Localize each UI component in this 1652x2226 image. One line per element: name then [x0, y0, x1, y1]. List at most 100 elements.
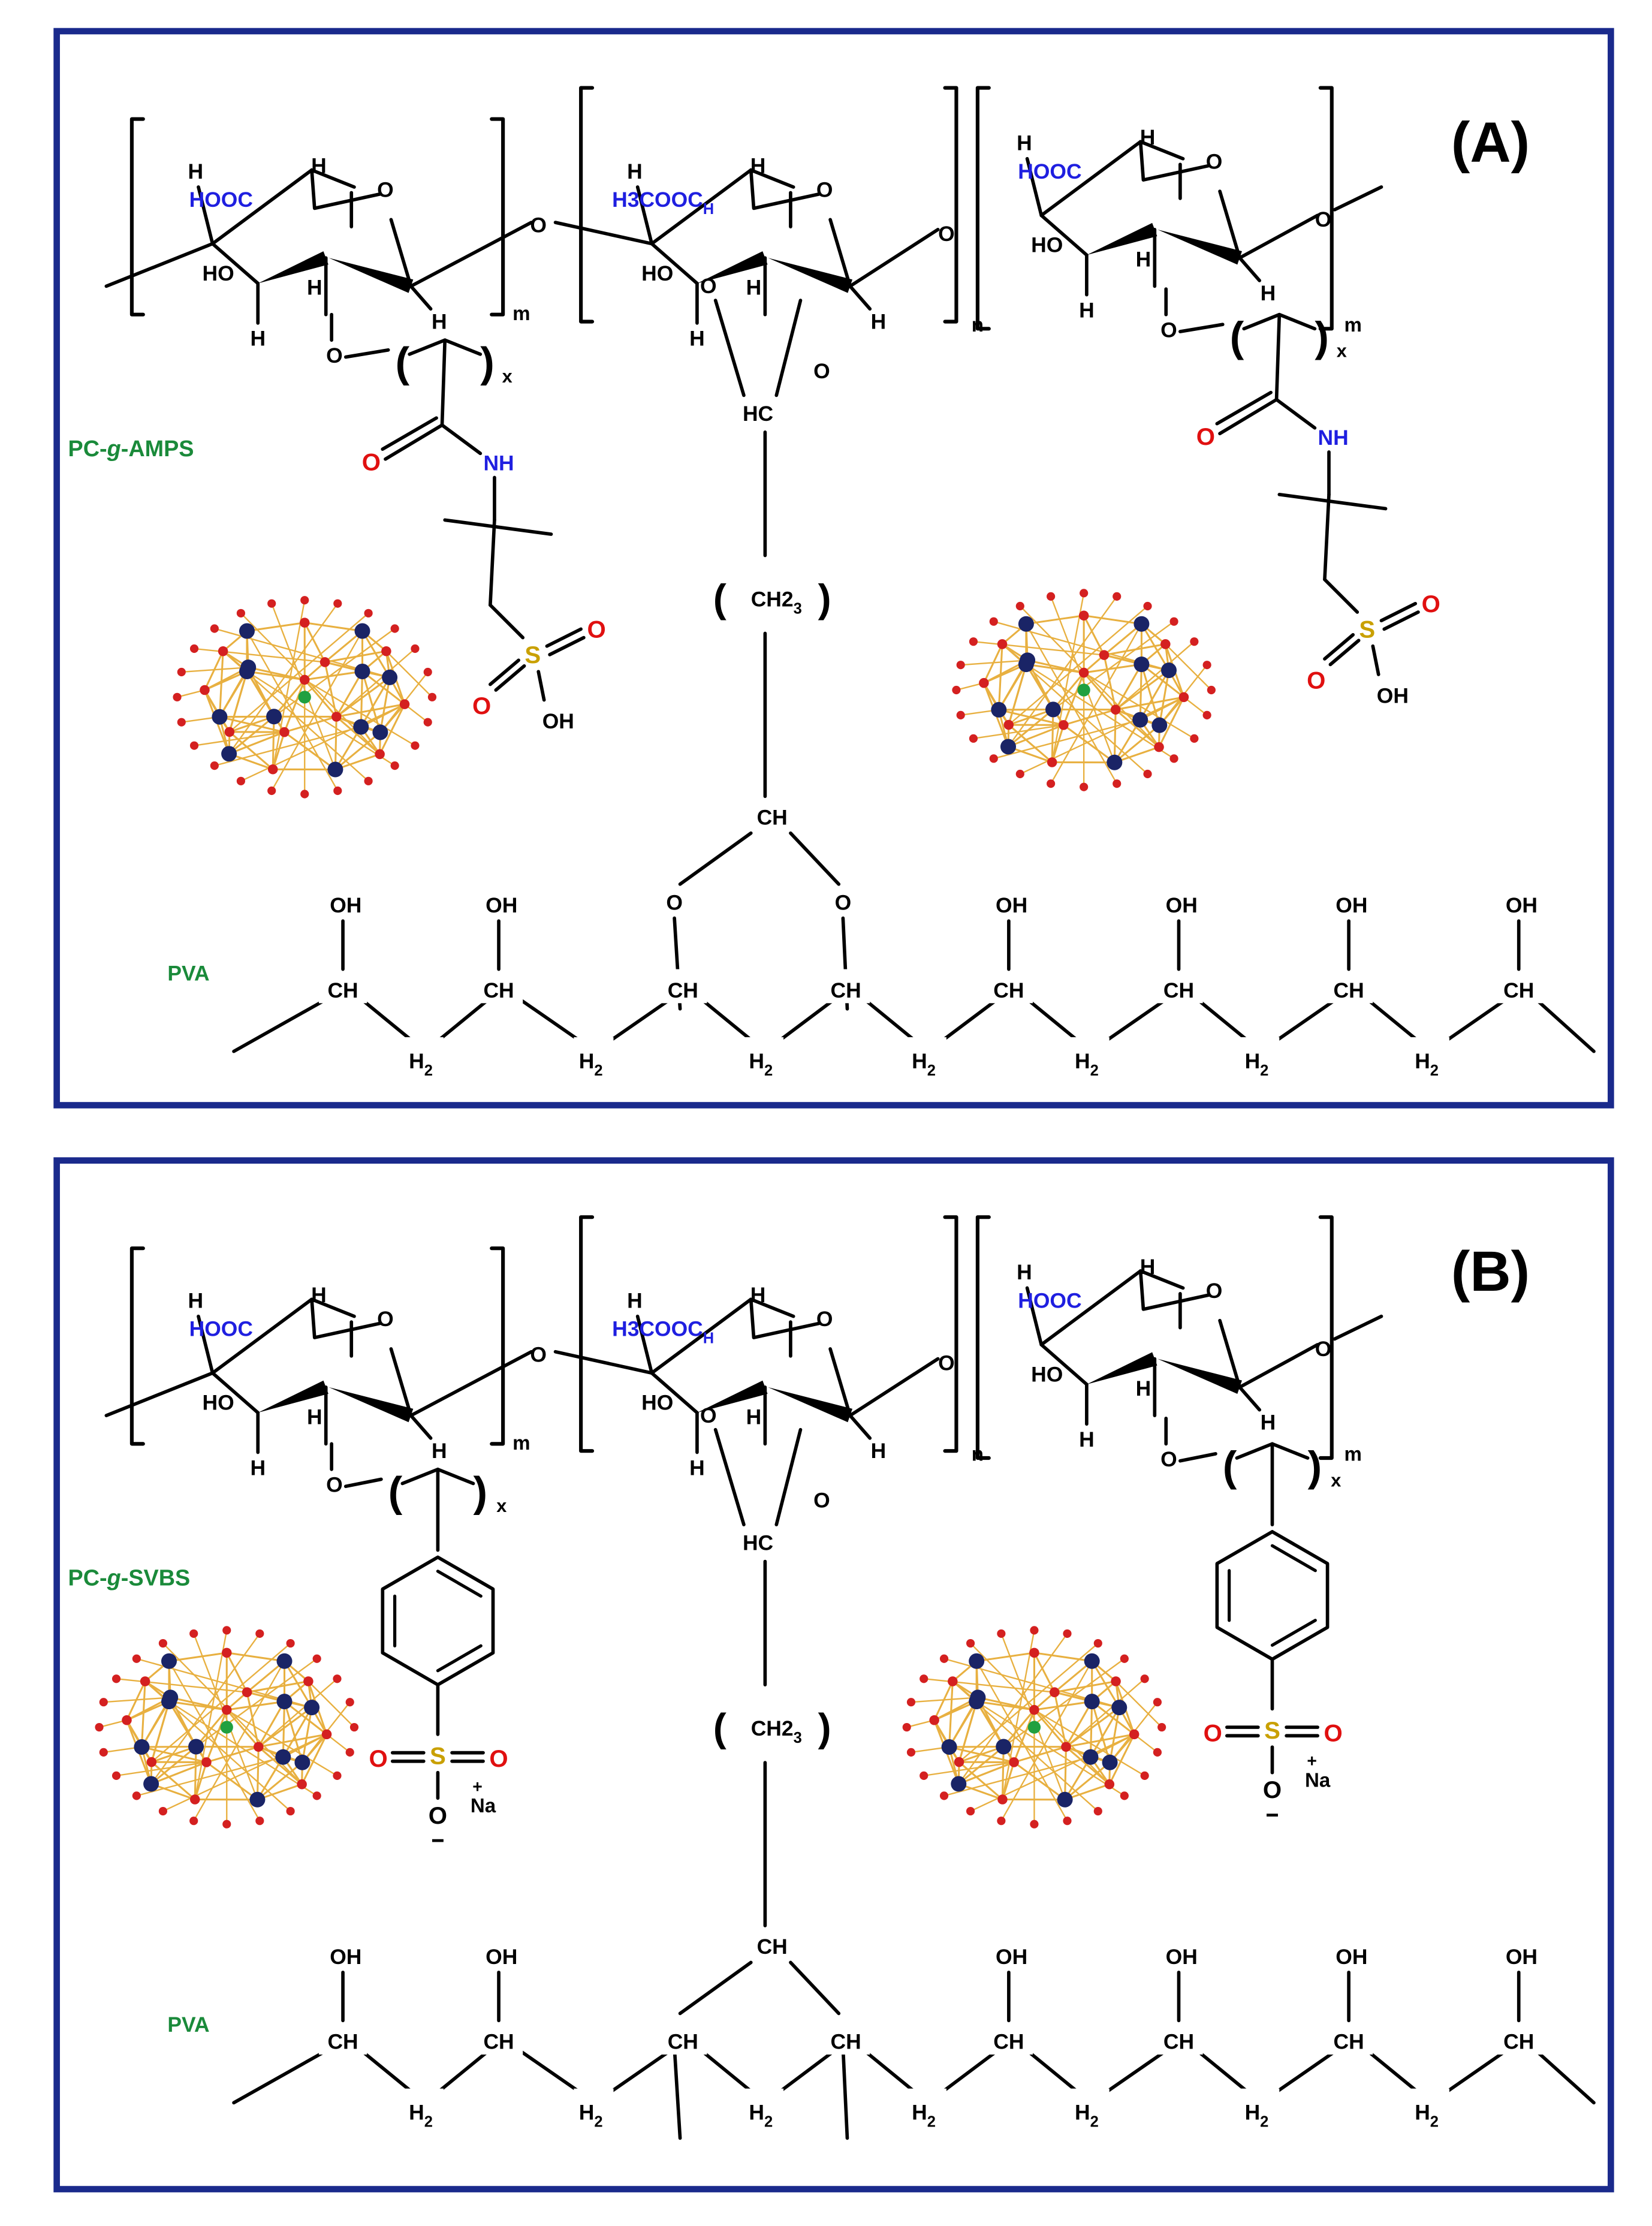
ring-bond [828, 1347, 852, 1417]
label-subscript: 3 [794, 1730, 802, 1746]
methylene-label: H2 [1245, 1049, 1269, 1079]
polyoxometalate-cluster-icon [902, 1626, 1166, 1829]
cluster-oxygen-atom [1153, 1698, 1162, 1707]
graft-label-part: PC- [68, 436, 107, 462]
cluster-oxygen-atom [1093, 1806, 1102, 1816]
label-main: H [409, 1049, 424, 1073]
cluster-oxygen-atom [969, 637, 978, 646]
label-subscript: 2 [764, 2114, 773, 2131]
label-main: H [409, 2101, 424, 2125]
cluster-edge [1014, 1746, 1066, 1763]
cluster-atom [929, 1715, 939, 1725]
label-backdrop [574, 1037, 614, 1080]
sulfonyl-bond [545, 627, 583, 648]
cluster-edge [924, 1678, 1055, 1693]
polyoxometalate-cluster-icon [173, 596, 437, 799]
cluster-atom [303, 1676, 313, 1686]
cluster-atom [201, 1757, 212, 1767]
cluster-atom [951, 1776, 967, 1792]
alkyl-bond [1277, 493, 1388, 511]
bond-to-h [1238, 1385, 1262, 1412]
cluster-oxygen-atom [177, 667, 186, 677]
cluster-atom [1029, 1704, 1039, 1715]
graft-bond [443, 338, 483, 356]
cluster-atom [1102, 1754, 1118, 1770]
cluster-oxygen-atom [989, 617, 998, 626]
cluster-edge [227, 1652, 285, 1662]
label-backdrop [659, 969, 707, 1004]
cluster-edge [181, 667, 249, 673]
cluster-atom [1049, 1687, 1060, 1697]
label-backdrop [574, 2088, 614, 2131]
graft-bond [1277, 312, 1317, 331]
cluster-atom [299, 674, 310, 685]
cluster-oxygen-atom [423, 718, 432, 727]
label-main: H [912, 2101, 927, 2125]
cluster-edge [305, 670, 363, 681]
cluster-edge [1050, 596, 1116, 763]
cluster-edge [308, 1680, 355, 1728]
cluster-edge [284, 1661, 313, 1708]
cluster-oxygen-atom [1202, 710, 1211, 719]
cluster-edge [1008, 724, 1053, 763]
sulfur-label: S [430, 1743, 446, 1770]
cluster-edge [1001, 1746, 1005, 1800]
cluster-edge [1001, 1761, 1015, 1800]
cluster-edge [206, 1761, 258, 1801]
cluster-edge [948, 1681, 954, 1748]
ring-bond [1218, 189, 1241, 260]
label-main: CH2 [751, 1716, 794, 1740]
sulfonyl-oxygen-label: O [587, 616, 605, 643]
label-backdrop [659, 2020, 707, 2055]
cluster-atom [979, 677, 989, 688]
label-main: H [1245, 1049, 1261, 1073]
terminal-oxygen-label: O [1315, 207, 1332, 231]
cluster-oxygen-atom [920, 1771, 929, 1780]
bond-to-h [197, 185, 215, 246]
cluster-edge [958, 1633, 1068, 1785]
cluster-atom [1018, 616, 1034, 632]
cluster-atom [1178, 692, 1189, 703]
cluster-edge [976, 1652, 1035, 1662]
cluster-edge [1064, 1746, 1067, 1800]
h-atom-label: H [1140, 125, 1156, 149]
cluster-atom [140, 1676, 150, 1686]
hydroxyl-label: HO [641, 1391, 673, 1415]
polyoxometalate-cluster-icon [952, 589, 1216, 791]
cluster-oxygen-atom [99, 1698, 108, 1707]
cluster-oxygen-atom [255, 1817, 264, 1826]
h-atom-label: H [689, 327, 705, 351]
paren-right: ) [473, 1468, 487, 1516]
glycosidic-bond [1238, 1343, 1319, 1389]
cluster-edge [246, 630, 339, 791]
alkyl-bond [443, 518, 553, 536]
ch-group-label: CH [327, 2030, 358, 2054]
methylene-label: H2 [1075, 1049, 1099, 1079]
cluster-oxygen-atom [286, 1806, 295, 1816]
hydroxyl-label: OH [996, 1945, 1027, 1969]
cluster-atom [354, 623, 370, 639]
graft-copolymer-label: PC-g-AMPS [68, 436, 194, 462]
cluster-edge [1033, 1652, 1056, 1693]
ch-group-label: CH [668, 978, 698, 1002]
label-backdrop [1069, 2088, 1110, 2131]
cluster-edge [258, 1746, 303, 1785]
cluster-edge [1063, 724, 1116, 763]
cluster-edge [361, 671, 381, 733]
cluster-atom [162, 1689, 179, 1706]
graft-bond [436, 1468, 475, 1486]
cluster-edge [379, 677, 391, 733]
ring-oxygen-label: O [1206, 149, 1223, 173]
panel-frame [53, 28, 1614, 1109]
hydroxyl-label: OH [1166, 1945, 1198, 1969]
h-atom-label: H [307, 1405, 322, 1429]
cluster-atom [327, 761, 343, 778]
ring-bond [389, 1347, 413, 1417]
acetal-bond [713, 299, 746, 397]
cluster-edge [1026, 615, 1084, 625]
ring-wedge-bond [697, 251, 768, 284]
chain-bond [104, 242, 215, 288]
graft-bond [408, 338, 447, 356]
cluster-center-atom [298, 691, 311, 704]
cluster-edge [258, 1678, 338, 1748]
